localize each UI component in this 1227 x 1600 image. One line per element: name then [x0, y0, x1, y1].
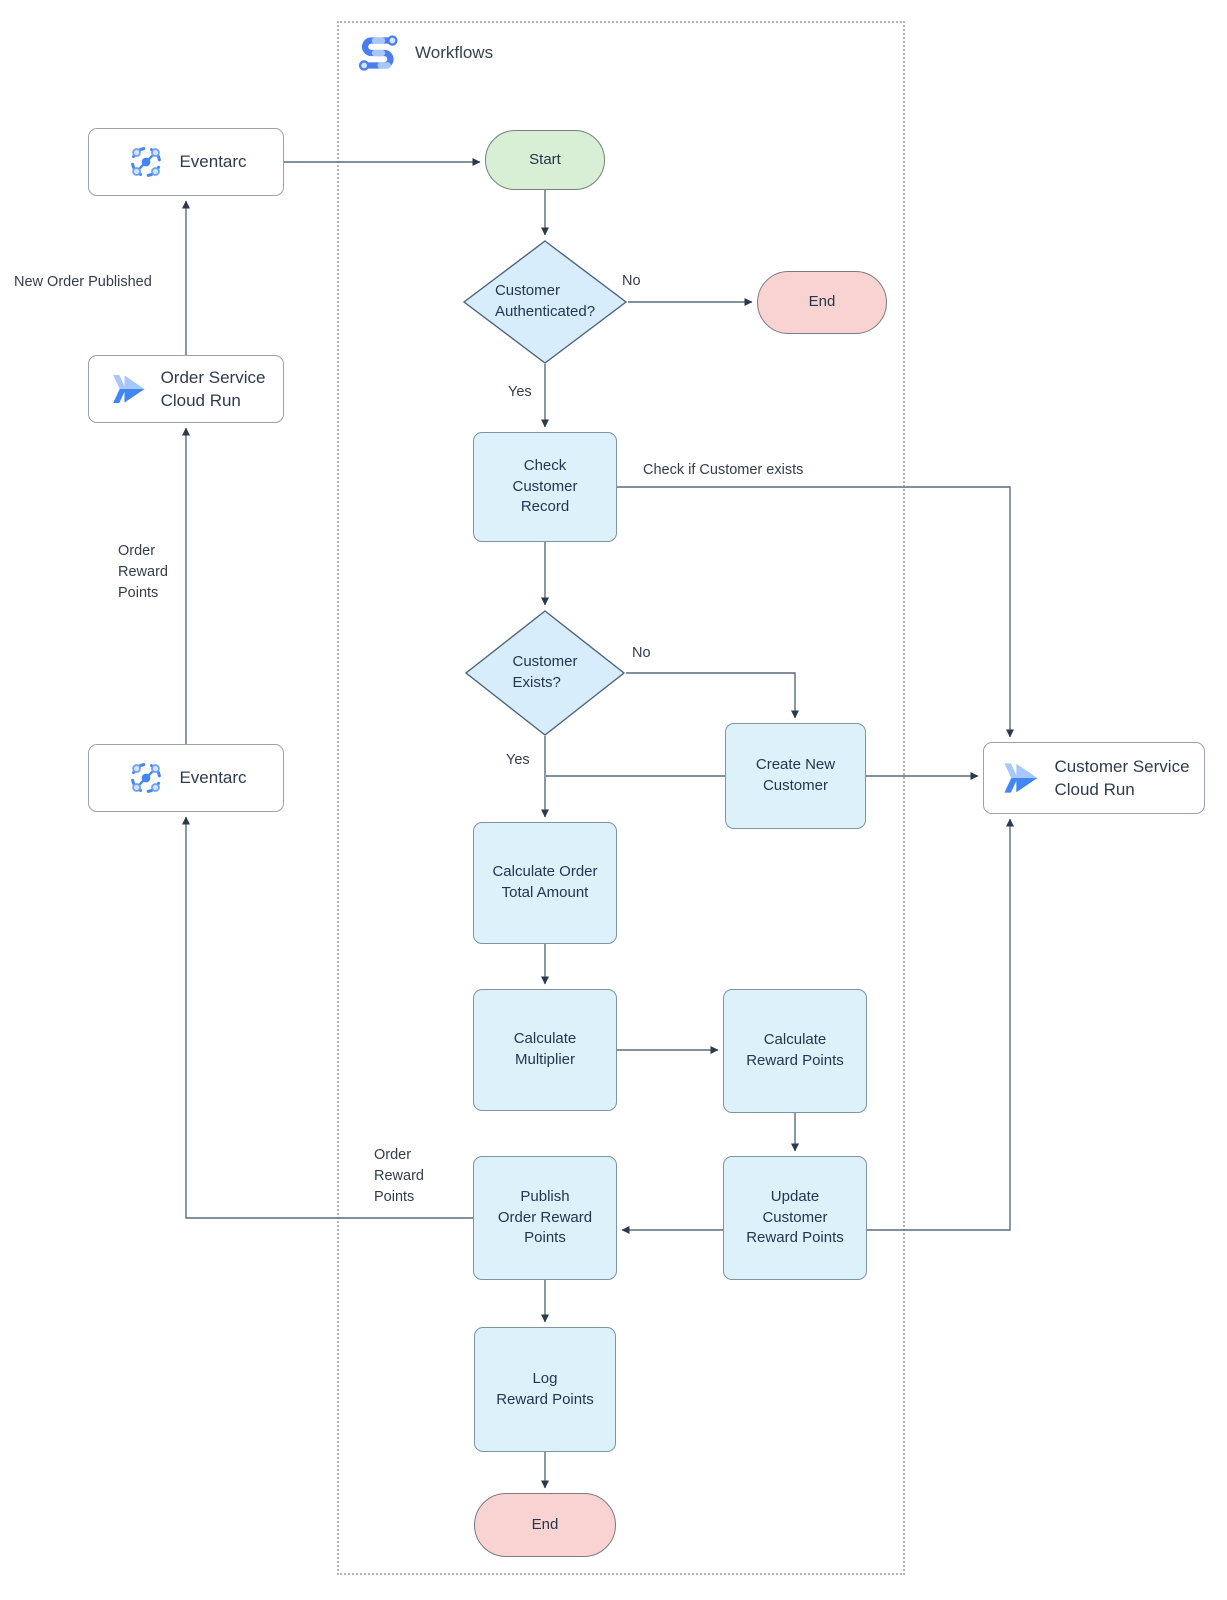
eventarc-icon — [125, 757, 167, 799]
order-service-cloud-run-card: Order Service Cloud Run — [88, 355, 284, 423]
eventarc-top-label: Eventarc — [179, 152, 247, 172]
node-update-customer-reward-points: Update Customer Reward Points — [723, 1156, 867, 1280]
calculate-reward-points-label: Calculate Reward Points — [746, 1031, 844, 1069]
cloud-run-icon — [107, 368, 149, 410]
workflows-container — [337, 21, 905, 1575]
update-customer-reward-points-label: Update Customer Reward Points — [746, 1187, 844, 1247]
create-new-customer-label: Create New Customer — [755, 756, 836, 794]
end-bottom-label: End — [531, 1515, 559, 1533]
node-calculate-order-total: Calculate Order Total Amount — [473, 822, 617, 944]
node-create-new-customer: Create New Customer — [725, 723, 866, 829]
check-customer-record-label: Check Customer Record — [512, 456, 578, 516]
node-calculate-multiplier: Calculate Multiplier — [473, 989, 617, 1111]
decision-customer-exists: Customer Exists? — [464, 610, 626, 736]
log-reward-points-label: Log Reward Points — [496, 1369, 594, 1408]
node-end-top: End — [757, 271, 887, 334]
edge-label-exists-no: No — [632, 645, 651, 661]
edge-label-order-reward-points-publish: Order Reward Points — [374, 1147, 424, 1206]
workflows-header: Workflows — [355, 30, 493, 76]
end-top-label: End — [808, 293, 836, 311]
edge-label-auth-yes: Yes — [508, 384, 532, 400]
customer-service-cloud-run-card: Customer Service Cloud Run — [983, 742, 1205, 814]
edge-label-exists-yes: Yes — [506, 752, 530, 768]
customer-authenticated-label: Customer Authenticated? — [494, 282, 596, 320]
eventarc-card-top: Eventarc — [88, 128, 284, 196]
workflows-title: Workflows — [415, 43, 494, 62]
customer-exists-label: Customer Exists? — [512, 653, 578, 691]
eventarc-bottom-label: Eventarc — [179, 768, 247, 788]
node-start: Start — [485, 130, 605, 190]
edge-label-new-order-published: New Order Published — [14, 274, 152, 290]
workflows-icon — [355, 30, 401, 76]
node-calculate-reward-points: Calculate Reward Points — [723, 989, 867, 1113]
eventarc-card-bottom: Eventarc — [88, 744, 284, 812]
decision-customer-authenticated: Customer Authenticated? — [462, 240, 628, 364]
calculate-order-total-label: Calculate Order Total Amount — [492, 863, 598, 901]
start-label: Start — [529, 150, 561, 168]
eventarc-icon — [125, 141, 167, 183]
cloud-run-icon — [998, 756, 1042, 800]
edge-label-check-if-customer-exists: Check if Customer exists — [643, 462, 804, 478]
node-end-bottom: End — [474, 1493, 616, 1557]
edge-label-order-reward-points-left: Order Reward Points — [118, 543, 168, 602]
edge-label-auth-no: No — [622, 273, 641, 289]
node-publish-order-reward-points: Publish Order Reward Points — [473, 1156, 617, 1280]
node-check-customer-record: Check Customer Record — [473, 432, 617, 542]
customer-service-label: Customer Service Cloud Run — [1054, 756, 1190, 799]
node-log-reward-points: Log Reward Points — [474, 1327, 616, 1452]
calculate-multiplier-label: Calculate Multiplier — [513, 1030, 577, 1068]
publish-order-reward-points-label: Publish Order Reward Points — [497, 1187, 593, 1247]
order-service-label: Order Service Cloud Run — [160, 367, 266, 410]
